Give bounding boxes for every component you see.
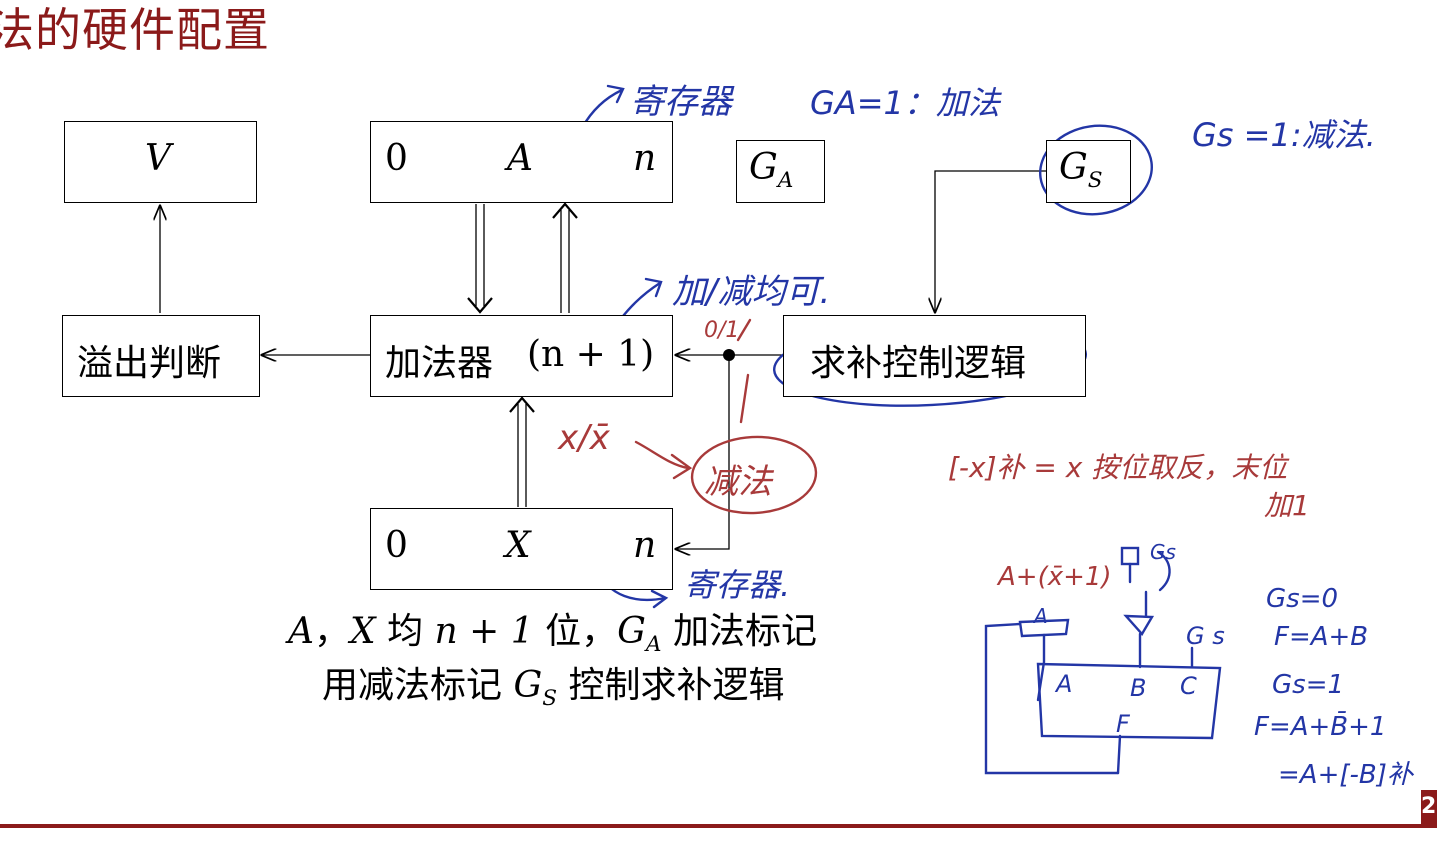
circuit-top-expression: A+(x̄+1) bbox=[998, 562, 1112, 592]
annotation-neg-rule-2: 加1 bbox=[1264, 489, 1310, 522]
switch-slash bbox=[736, 318, 752, 342]
switch-slash-lower bbox=[739, 373, 750, 424]
annotation-ga-note: GA=1：加法 bbox=[810, 84, 1000, 122]
circuit-a-box-label: A bbox=[1034, 604, 1048, 628]
register-x-msb: 0 bbox=[385, 525, 408, 566]
v-register-label: V bbox=[145, 138, 171, 179]
page-number: 2 bbox=[1421, 790, 1437, 824]
overflow-register-v: V bbox=[64, 121, 257, 203]
overflow-judge-block: 溢出判断 bbox=[62, 315, 260, 397]
register-a-lsb: n bbox=[633, 138, 657, 179]
gs-flag-label: GS bbox=[1059, 147, 1103, 194]
circuit-f-label: F bbox=[1116, 710, 1130, 738]
adder-circuit-sketch bbox=[984, 546, 1222, 775]
adder-width-label: (n + 1) bbox=[527, 334, 655, 375]
equation-f2: F=A+B̄+1 bbox=[1254, 712, 1387, 742]
adder-block: 加法器 (n + 1) bbox=[370, 315, 673, 397]
bottom-rule bbox=[0, 824, 1437, 828]
junction-to-x-arrow bbox=[676, 355, 730, 549]
register-x: 0 X n bbox=[370, 508, 673, 590]
annotation-register-bottom: 寄存器. bbox=[684, 566, 791, 604]
caption-line-2: 用减法标记 GS 控制求补逻辑 bbox=[322, 665, 785, 712]
adder-to-a-arrow bbox=[552, 202, 578, 313]
a-to-adder-arrow bbox=[467, 204, 493, 314]
circuit-c-label: C bbox=[1180, 672, 1197, 700]
annotation-neg-rule-1: [-x]补 = x 按位取反，末位 bbox=[948, 451, 1288, 484]
annotation-x-choice: x/x̄ bbox=[558, 418, 610, 458]
circuit-b-label: B bbox=[1130, 674, 1147, 702]
caption-line-1: A，X 均 n + 1 位，GA 加法标记 bbox=[288, 611, 817, 658]
register-a: 0 A n bbox=[370, 121, 673, 203]
register-a-msb: 0 bbox=[385, 138, 408, 179]
circuit-gs-top-label: Gs bbox=[1150, 540, 1176, 564]
gs-flag: GS bbox=[1046, 140, 1131, 203]
annotation-gs-note: Gs =1:减法. bbox=[1192, 116, 1376, 154]
equation-gs0: Gs=0 bbox=[1266, 584, 1339, 614]
ga-flag: GA bbox=[736, 140, 825, 203]
register-x-name: X bbox=[505, 525, 531, 566]
circuit-gs-label: G s bbox=[1186, 622, 1225, 650]
annotation-subtract: 减法 bbox=[704, 462, 772, 502]
ga-flag-label: GA bbox=[749, 147, 794, 194]
complement-logic-block: 求补控制逻辑 bbox=[783, 315, 1086, 397]
overflow-judge-label: 溢出判断 bbox=[77, 343, 222, 384]
subtract-pointer bbox=[634, 440, 693, 480]
circuit-a-label: A bbox=[1056, 670, 1073, 698]
add-sub-pointer bbox=[618, 277, 663, 322]
register-a-name: A bbox=[507, 138, 533, 179]
register-x-lsb: n bbox=[633, 525, 657, 566]
subtract-circle bbox=[690, 435, 818, 515]
annotation-add-sub: 加/减均可. bbox=[672, 272, 831, 312]
gs-circle bbox=[1039, 124, 1153, 216]
adder-label: 加法器 bbox=[385, 343, 494, 384]
slide-title: 法的硬件配置 bbox=[0, 3, 270, 57]
annotation-register-top: 寄存器 bbox=[630, 82, 732, 122]
equation-f1: F=A+B bbox=[1274, 622, 1369, 652]
annotation-switch-01: 0/1 bbox=[704, 318, 740, 343]
complement-logic-label: 求补控制逻辑 bbox=[810, 343, 1027, 384]
equation-f3: =A+[-B]补 bbox=[1278, 760, 1413, 790]
gs-to-complement-arrow bbox=[935, 170, 1046, 312]
x-to-adder-arrow bbox=[509, 396, 535, 507]
equation-gs1: Gs=1 bbox=[1272, 670, 1345, 700]
